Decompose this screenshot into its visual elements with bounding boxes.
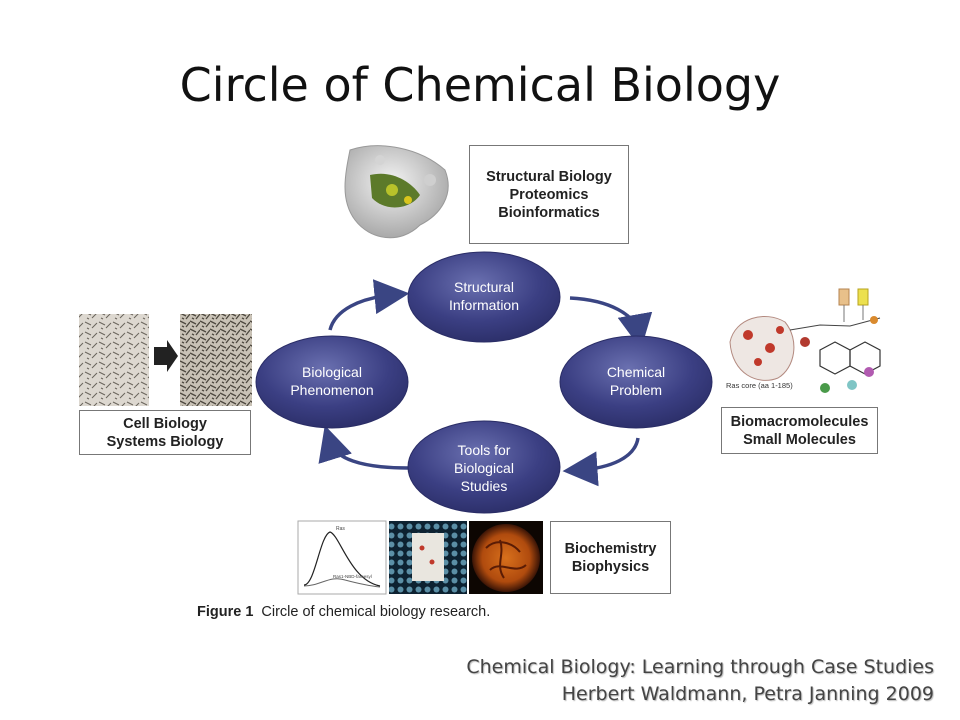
node-line: Studies <box>461 478 508 494</box>
node-tools-for-biological-studies: Tools for Biological Studies <box>407 420 561 514</box>
nmr-top-label: Ras <box>336 526 345 532</box>
box-line: Small Molecules <box>743 431 856 448</box>
box-line: Bioinformatics <box>498 204 600 221</box>
figure-caption-text: Circle of chemical biology research. <box>261 604 491 620</box>
source-credits: Chemical Biology: Learning through Case … <box>466 654 934 708</box>
box-line: Cell Biology <box>123 415 207 432</box>
box-line: Structural Biology <box>486 168 612 185</box>
node-line: Chemical <box>607 364 665 380</box>
ras-core-label: Ras core (aa 1-185) <box>726 381 793 390</box>
arrow-to-chemical <box>569 296 653 350</box>
box-biomacromolecules: Biomacromolecules Small Molecules <box>721 407 878 454</box>
figure-caption: Figure 1 Circle of chemical biology resea… <box>197 604 490 620</box>
ras-molecule-image: Ras core (aa 1-185) <box>726 288 881 393</box>
node-line: Tools for <box>458 442 511 458</box>
node-line: Information <box>449 297 519 313</box>
node-structural-information: Structural Information <box>407 251 561 343</box>
node-line: Biological <box>454 460 514 476</box>
box-line: Systems Biology <box>106 433 224 450</box>
arrow-to-structural <box>328 279 410 331</box>
node-line: Problem <box>610 382 662 398</box>
cell-microscopy-images <box>79 314 252 406</box>
box-line: Biophysics <box>571 558 650 575</box>
box-line: Biomacromolecules <box>730 413 869 430</box>
node-biological-phenomenon: Biological Phenomenon <box>255 335 409 429</box>
box-line: Proteomics <box>509 186 589 203</box>
box-cell-biology: Cell Biology Systems Biology <box>79 410 251 455</box>
credit-authors: Herbert Waldmann, Petra Janning 2009 <box>561 683 934 705</box>
biophysics-images: Ras Ras1-NBD-farnesyl <box>297 520 543 595</box>
arrow-to-tools <box>562 437 640 487</box>
box-line: Biochemistry <box>564 540 657 557</box>
credit-book: Chemical Biology: Learning through Case … <box>466 656 934 678</box>
node-line: Biological <box>302 364 362 380</box>
box-structural-biology: Structural Biology Proteomics Bioinforma… <box>469 145 629 244</box>
cycle-arrows <box>318 279 653 487</box>
arrow-to-biological <box>318 425 409 470</box>
box-biochemistry: Biochemistry Biophysics <box>550 521 671 594</box>
node-line: Phenomenon <box>290 382 373 398</box>
protein-structure-image <box>340 145 455 245</box>
nmr-curve-label: Ras1-NBD-farnesyl <box>333 574 372 579</box>
slide-title: Circle of Chemical Biology <box>179 58 781 112</box>
node-chemical-problem: Chemical Problem <box>559 335 713 429</box>
node-line: Structural <box>454 279 514 295</box>
figure-label: Figure 1 <box>197 604 254 620</box>
